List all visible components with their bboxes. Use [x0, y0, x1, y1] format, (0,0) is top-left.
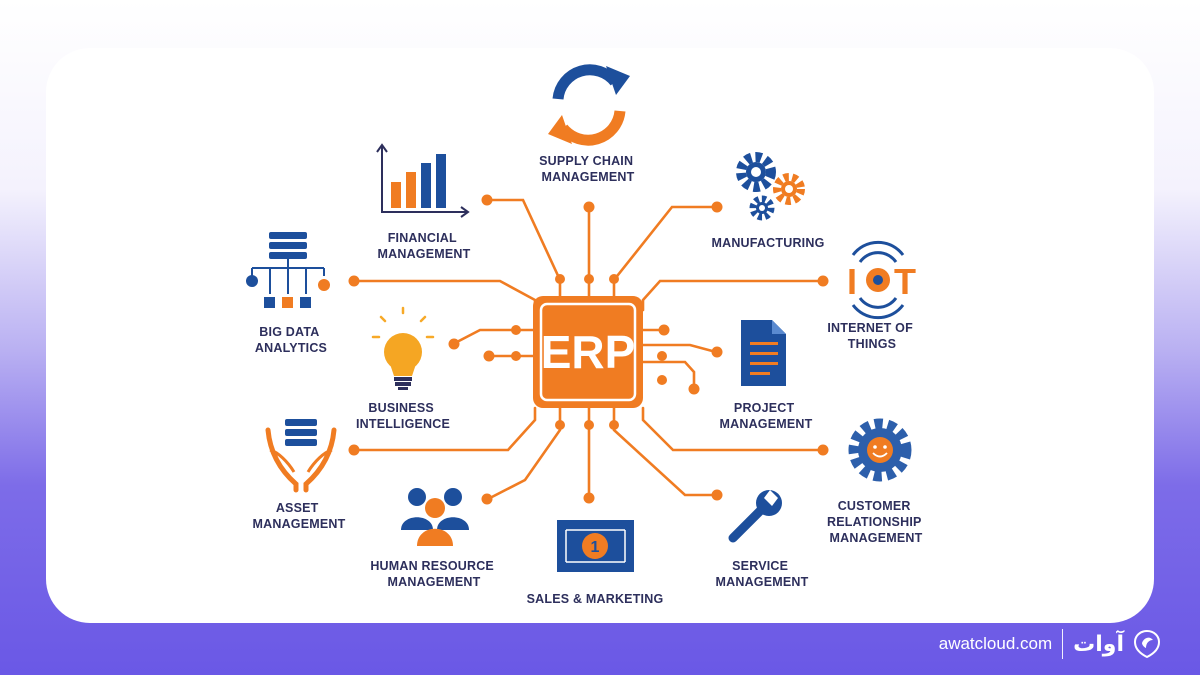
- lightbulb-icon: [371, 306, 435, 390]
- brand-footer: awatcloud.com آوات: [939, 629, 1160, 659]
- document-icon: [741, 320, 786, 386]
- brand-url[interactable]: awatcloud.com: [938, 634, 1053, 653]
- svg-text:I: I: [847, 261, 857, 302]
- data-hierarchy-icon: [246, 232, 330, 308]
- module-label-iot: INTERNET OF THINGS: [827, 321, 916, 351]
- module-label-project: PROJECT MANAGEMENT: [720, 401, 813, 431]
- module-label-business-intelligence: BUSINESS INTELLIGENCE: [356, 401, 450, 431]
- module-label-human-resource: HUMAN RESOURCE MANAGEMENT: [370, 559, 497, 589]
- gears-icon: [736, 152, 805, 221]
- module-label-crm: CUSTOMER RELATIONSHIP MANAGEMENT: [827, 499, 925, 545]
- erp-label: ERP: [541, 326, 636, 378]
- module-label-service: SERVICE MANAGEMENT: [716, 559, 809, 589]
- banknote-icon: 1: [557, 520, 634, 572]
- module-label-financial: FINANCIAL MANAGEMENT: [378, 231, 471, 261]
- erp-chip: ERP: [533, 296, 643, 408]
- connector-lines: [353, 198, 824, 501]
- module-label-supply-chain: SUPPLY CHAIN MANAGEMENT: [539, 154, 637, 184]
- team-icon: [401, 488, 469, 546]
- smiley-gear-icon: [848, 418, 912, 482]
- wrench-icon: [728, 490, 782, 543]
- module-label-asset: ASSET MANAGEMENT: [253, 501, 346, 531]
- connector-dots: [348, 194, 829, 505]
- module-label-sales: SALES & MARKETING: [527, 592, 664, 606]
- brand-divider: [1062, 629, 1064, 659]
- hands-database-icon: [265, 419, 337, 493]
- brand-logo-icon: [1134, 630, 1160, 658]
- iot-signal-icon: I T: [847, 240, 916, 320]
- bar-chart-icon: [376, 143, 470, 218]
- svg-text:T: T: [894, 261, 916, 302]
- module-label-big-data: BIG DATA ANALYTICS: [255, 325, 327, 355]
- refresh-arrows-icon: [548, 64, 630, 146]
- module-label-manufacturing: MANUFACTURING: [711, 236, 824, 250]
- svg-text:1: 1: [591, 539, 600, 556]
- brand-name: آوات: [1073, 631, 1124, 657]
